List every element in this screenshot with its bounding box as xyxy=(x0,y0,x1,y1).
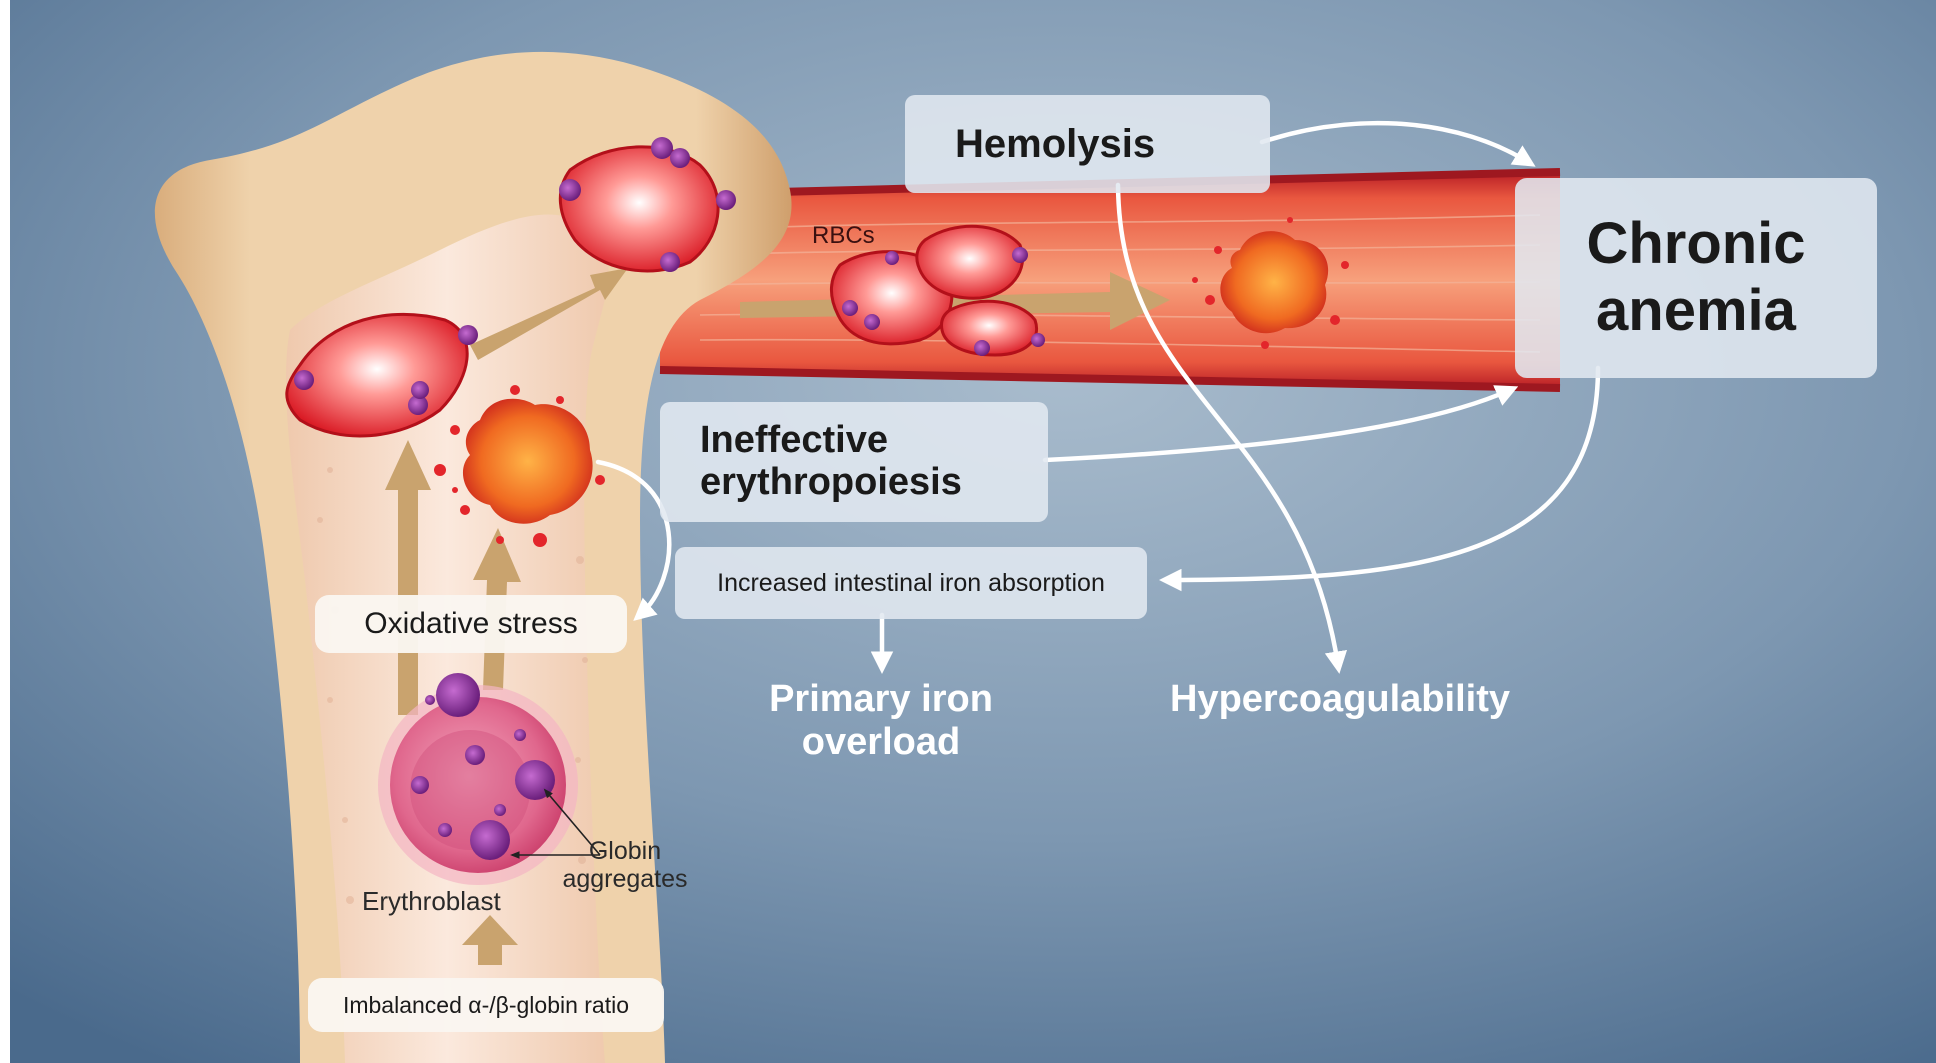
iron-absorption-label: Increased intestinal iron absorption xyxy=(717,569,1105,598)
globin-aggregates-label: Globin aggregates xyxy=(550,838,700,893)
hemolysis-label: Hemolysis xyxy=(955,122,1155,167)
chronic-anemia-box: Chronic anemia xyxy=(1515,178,1877,378)
chronic-anemia-line2: anemia xyxy=(1596,278,1796,345)
left-edge xyxy=(0,0,10,1063)
erythroblast-label: Erythroblast xyxy=(362,886,501,917)
oxidative-stress-label: Oxidative stress xyxy=(364,607,577,641)
hemolysis-box: Hemolysis xyxy=(905,95,1270,193)
globin-line2: aggregates xyxy=(550,866,700,894)
primary-iron-line1: Primary iron xyxy=(720,678,1042,721)
primary-iron-line2: overload xyxy=(720,721,1042,764)
chronic-anemia-line1: Chronic xyxy=(1586,211,1805,278)
globin-line1: Globin xyxy=(550,838,700,866)
ineffective-line1: Ineffective xyxy=(700,420,888,462)
rbcs-label: RBCs xyxy=(812,222,875,250)
imbalanced-ratio-box: Imbalanced α-/β-globin ratio xyxy=(308,978,664,1032)
primary-iron-overload-label: Primary iron overload xyxy=(720,678,1042,763)
imbalanced-ratio-label: Imbalanced α-/β-globin ratio xyxy=(343,992,629,1019)
ineffective-line2: erythropoiesis xyxy=(700,462,962,504)
ineffective-erythropoiesis-box: Ineffective erythropoiesis xyxy=(660,402,1048,522)
iron-absorption-box: Increased intestinal iron absorption xyxy=(675,547,1147,619)
oxidative-stress-box: Oxidative stress xyxy=(315,595,627,653)
hypercoagulability-label: Hypercoagulability xyxy=(1135,678,1545,721)
